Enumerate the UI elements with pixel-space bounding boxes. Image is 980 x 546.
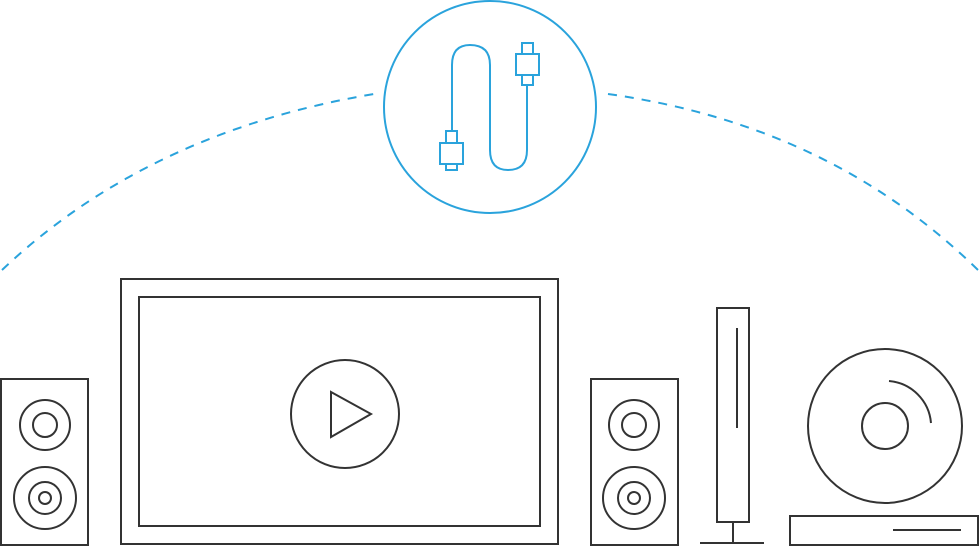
hdmi-cable-icon [383, 0, 597, 214]
disc-player-icon [789, 515, 979, 546]
play-icon [290, 359, 400, 469]
speaker-icon [0, 378, 89, 546]
speaker-icon [590, 378, 679, 546]
television-icon [120, 278, 559, 545]
disc-icon [807, 348, 963, 504]
connection-arc [1, 92, 979, 271]
tower-speaker-icon [700, 307, 764, 544]
